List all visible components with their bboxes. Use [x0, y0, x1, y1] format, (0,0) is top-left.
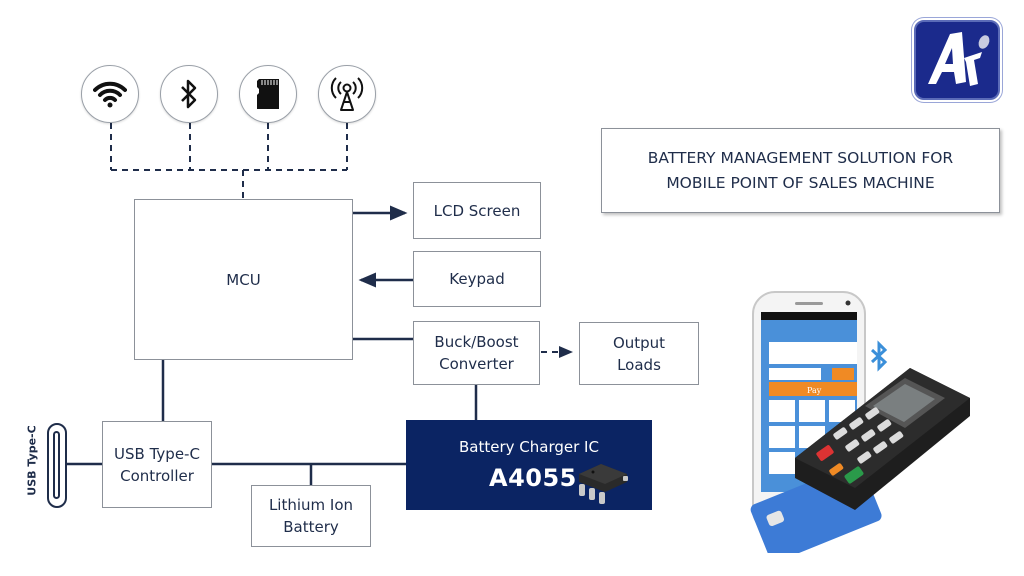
usb-controller-label-line1: USB Type-C [114, 444, 200, 463]
output-loads-label-line1: Output [612, 333, 666, 352]
cellular-node [318, 65, 376, 123]
battery-label-line1: Lithium Ion [268, 496, 354, 514]
lcd-screen-block: LCD Screen [413, 182, 541, 239]
buck-boost-label-line1: Buck/Boost [434, 333, 519, 351]
card-reader-image [795, 368, 970, 510]
mcu-label: MCU [226, 270, 261, 289]
antenna-icon [330, 77, 364, 111]
battery-charger-ic-block: Battery Charger IC A4055 [406, 420, 652, 510]
charger-label: Battery Charger IC [459, 438, 599, 456]
charger-part-number: A4055 [489, 464, 577, 492]
sd-card-icon [257, 79, 279, 109]
output-loads-block: Output Loads [579, 322, 699, 385]
pos-illustration: Pay [750, 291, 970, 553]
mcu-block: MCU [134, 199, 353, 360]
buck-boost-label-line2: Converter [439, 355, 514, 373]
bluetooth-node [160, 65, 218, 123]
svg-text:Pay: Pay [807, 386, 822, 395]
battery-label-line2: Battery [283, 518, 339, 536]
diagram-title: BATTERY MANAGEMENT SOLUTION FOR MOBILE P… [601, 128, 1000, 213]
buck-boost-block: Buck/Boost Converter [413, 321, 540, 385]
wifi-node [81, 65, 139, 123]
bluetooth-icon [181, 79, 197, 109]
keypad-block: Keypad [413, 251, 541, 307]
usb-connector-inner [53, 431, 60, 499]
ai-logo-icon [928, 32, 990, 86]
keypad-label: Keypad [449, 270, 505, 288]
company-logo [914, 20, 1000, 100]
lcd-screen-label: LCD Screen [433, 201, 521, 220]
usb-type-c-connector [47, 423, 67, 508]
battery-block: Lithium Ion Battery [251, 485, 371, 547]
output-loads-label-line2: Loads [617, 355, 661, 374]
wireless-bus [110, 123, 573, 358]
title-line2: MOBILE POINT OF SALES MACHINE [666, 173, 935, 192]
wifi-icon [93, 81, 127, 108]
sd-card-node [239, 65, 297, 123]
title-line1: BATTERY MANAGEMENT SOLUTION FOR [647, 148, 954, 167]
usb-controller-block: USB Type-C Controller [102, 421, 212, 508]
ic-chip-icon [579, 464, 628, 504]
bluetooth-icon [870, 340, 888, 372]
usb-controller-label-line2: Controller [120, 466, 194, 485]
usb-type-c-label: USB Type-C [25, 425, 39, 496]
